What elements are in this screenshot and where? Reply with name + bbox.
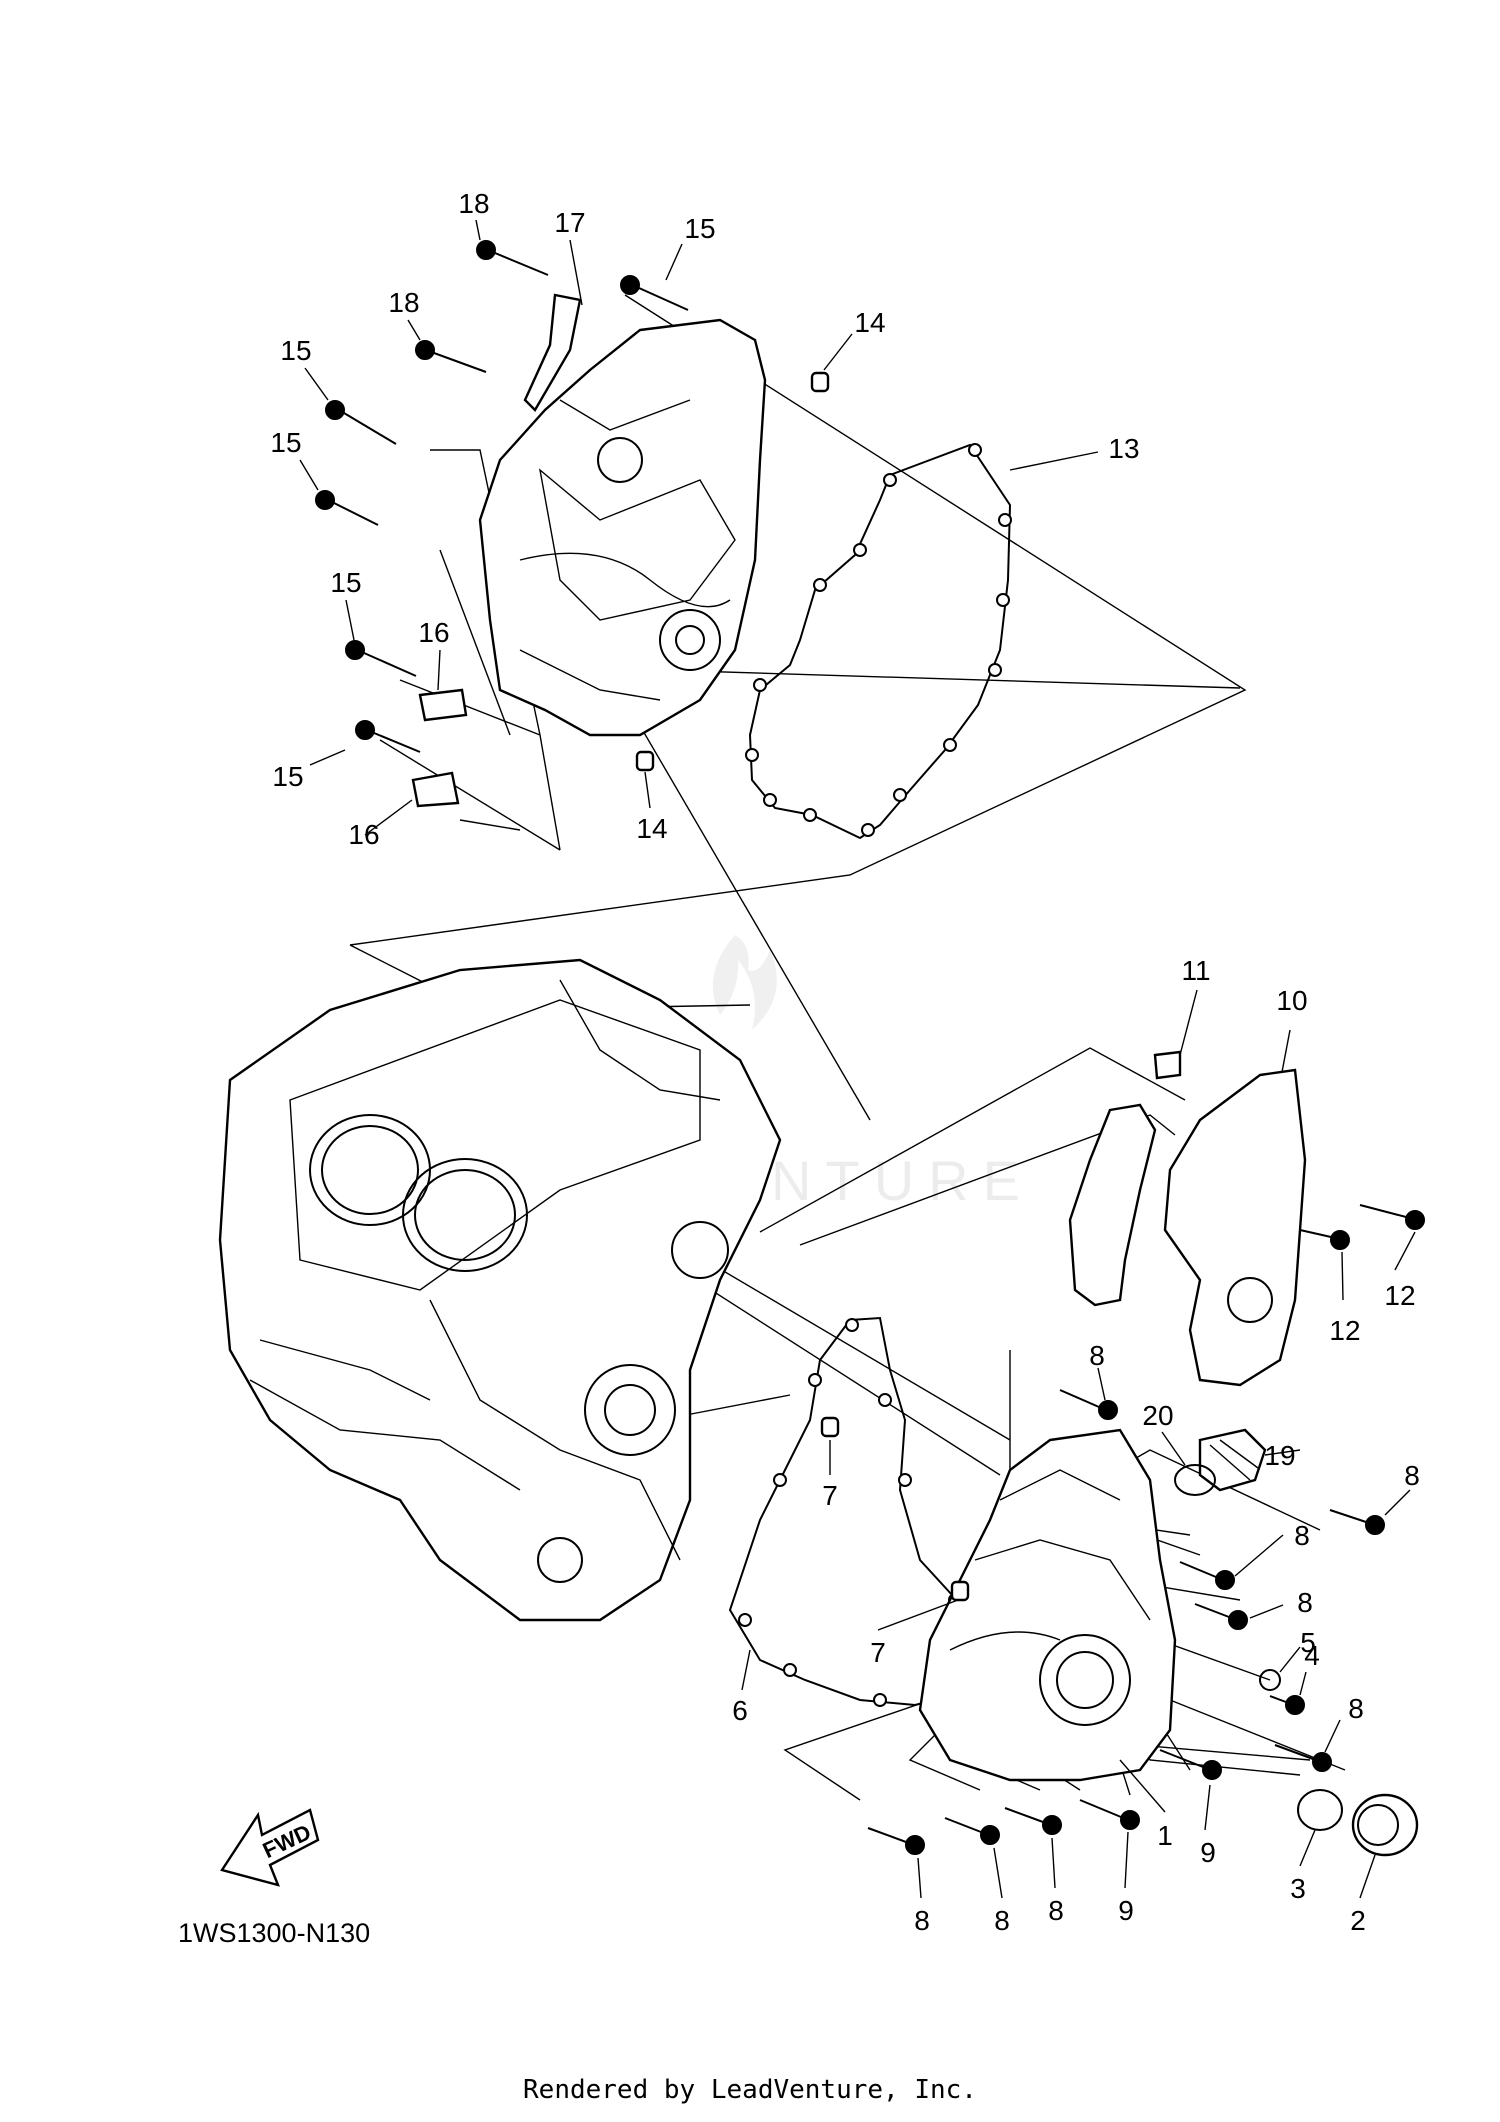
callout-8-e: 8 xyxy=(1348,1693,1364,1724)
callout-14-b: 14 xyxy=(636,813,667,844)
callout-2: 2 xyxy=(1350,1905,1366,1936)
plug-2-shape xyxy=(1351,1793,1419,1857)
render-credit: Rendered by LeadVenture, Inc. xyxy=(523,2075,977,2105)
callout-6: 6 xyxy=(732,1695,748,1726)
callout-15-a: 15 xyxy=(684,213,715,244)
dowel-pins xyxy=(635,371,970,1602)
callout-16-b: 16 xyxy=(348,819,379,850)
callout-8-c: 8 xyxy=(1294,1520,1310,1551)
sprocket-cover-10-hole xyxy=(1227,1277,1273,1323)
o-ring-20-shape xyxy=(1174,1464,1216,1496)
gasket-6-shape xyxy=(728,1316,992,1707)
callout-12-b: 12 xyxy=(1329,1315,1360,1346)
bolt-8a xyxy=(1059,1389,1118,1420)
guide-11-shape xyxy=(1068,1103,1157,1307)
sprocket-cover-10-shape xyxy=(1163,1068,1307,1387)
callout-7-a: 7 xyxy=(822,1480,838,1511)
bolt-8d xyxy=(1194,1603,1248,1630)
callout-8-b: 8 xyxy=(1404,1460,1420,1491)
callout-15-b: 15 xyxy=(280,335,311,366)
guide-11-clip xyxy=(1153,1050,1182,1080)
bolt-12b xyxy=(1299,1229,1350,1250)
callout-11: 11 xyxy=(1181,955,1210,986)
clutch-cover-upper xyxy=(478,318,767,737)
bolt-8e xyxy=(1274,1744,1332,1772)
bolt-15e xyxy=(355,720,421,753)
bolt-9b xyxy=(1079,1799,1140,1830)
bolt-15a xyxy=(620,275,689,311)
callout-19: 19 xyxy=(1264,1440,1295,1471)
bolt-8g xyxy=(944,1817,1000,1845)
callout-17: 17 xyxy=(554,207,585,238)
bolt-15d xyxy=(345,640,417,677)
bolt-12a xyxy=(1359,1204,1425,1230)
callout-18-b: 18 xyxy=(388,287,419,318)
fwd-arrow: FWD xyxy=(220,1808,320,1887)
o-ring-3-shape xyxy=(1297,1789,1343,1831)
diagram-reference-code: 1WS1300-N130 xyxy=(178,1918,370,1948)
part-callouts: 18 17 15 14 18 15 13 15 15 16 15 16 14 1… xyxy=(270,188,1419,1936)
bolt-8h xyxy=(867,1827,925,1855)
callout-13: 13 xyxy=(1108,433,1139,464)
callout-20: 20 xyxy=(1142,1400,1173,1431)
callout-9-b: 9 xyxy=(1118,1895,1134,1926)
bolt-8f xyxy=(1004,1807,1062,1835)
callout-9-a: 9 xyxy=(1200,1837,1216,1868)
bolts xyxy=(315,240,1425,1855)
bolt-15c xyxy=(315,490,379,526)
bolt-15b xyxy=(325,400,397,445)
callout-8-f: 8 xyxy=(914,1905,930,1936)
callout-15-e: 15 xyxy=(272,761,303,792)
callout-1: 1 xyxy=(1157,1820,1173,1851)
clip-16a-shape xyxy=(418,688,468,722)
bolt-8c xyxy=(1179,1561,1235,1590)
bolt-18a xyxy=(476,240,549,276)
callout-leaders xyxy=(299,219,1416,1899)
generator-cover-1 xyxy=(918,1428,1177,1782)
clip-16b-shape xyxy=(411,771,460,808)
callout-15-d: 15 xyxy=(330,567,361,598)
oil-cap-19-shape xyxy=(1198,1428,1267,1492)
bolt-8b xyxy=(1329,1509,1385,1535)
callout-5: 5 xyxy=(1300,1627,1316,1658)
bracket-17-shape xyxy=(523,293,582,412)
callout-18-a: 18 xyxy=(458,188,489,219)
washer-5-shape xyxy=(1259,1669,1281,1691)
callout-8-h: 8 xyxy=(1048,1895,1064,1926)
bolt-18b xyxy=(415,340,487,373)
bolt-9a xyxy=(1159,1749,1222,1780)
gasket-13-shape xyxy=(748,443,1012,840)
callout-8-a: 8 xyxy=(1089,1340,1105,1371)
callout-8-d: 8 xyxy=(1297,1587,1313,1618)
callout-16-a: 16 xyxy=(418,617,449,648)
oil-cap-19-ridges xyxy=(1209,1439,1259,1481)
callout-7-b: 7 xyxy=(870,1637,886,1668)
callout-4: 4 xyxy=(1304,1640,1320,1671)
callout-14-a: 14 xyxy=(854,307,885,338)
callout-15-c: 15 xyxy=(270,427,301,458)
callout-8-g: 8 xyxy=(994,1905,1010,1936)
gasket-13-holes xyxy=(745,443,1012,837)
callout-12-a: 12 xyxy=(1384,1280,1415,1311)
crankcase xyxy=(218,958,782,1622)
bolt-4 xyxy=(1269,1695,1305,1715)
callout-3: 3 xyxy=(1290,1873,1306,1904)
callout-10: 10 xyxy=(1276,985,1307,1016)
